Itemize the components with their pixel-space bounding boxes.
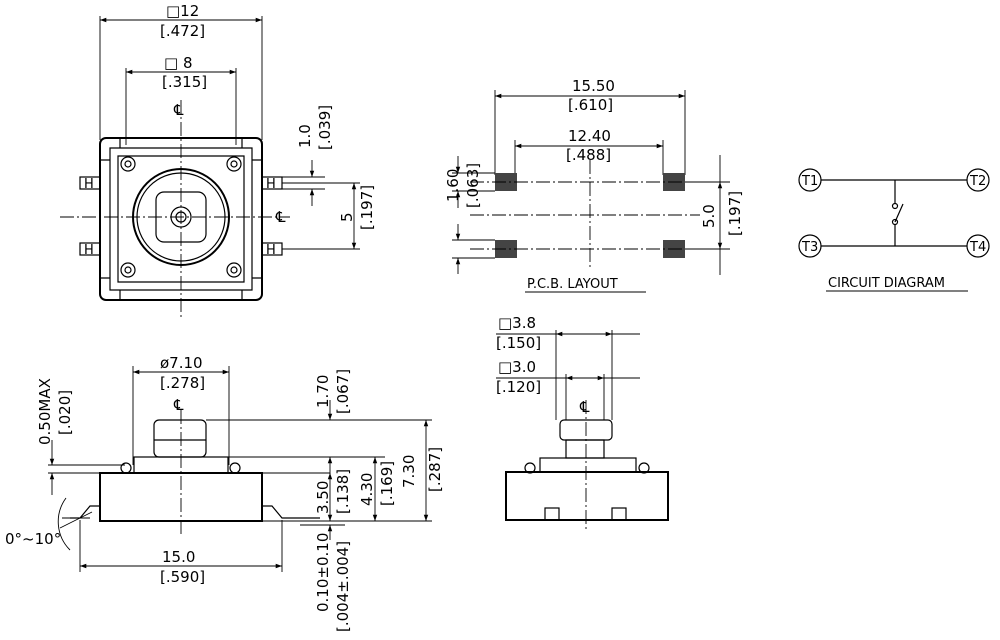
- lead-marker-left-top: H: [84, 177, 94, 192]
- top-view: □12 [.472] □ 8 [.315] ℄: [60, 2, 376, 320]
- pcb-outer-mm: 15.50: [572, 77, 615, 95]
- lead-width-mm: 1.0: [296, 124, 314, 148]
- side-angle: 0°~10°: [5, 530, 61, 548]
- lead-width-in: [.039]: [316, 105, 334, 150]
- pcb-layout: 15.50 [.610] 12.40 [.488] 1.60 [.063]: [444, 77, 744, 293]
- pcb-pad-mm: 1.60: [444, 169, 462, 202]
- pcb-inner-mm: 12.40: [568, 127, 611, 145]
- top-centerline-mark: ℄: [173, 101, 184, 119]
- side-tolerance-in: [.004±.004]: [334, 541, 352, 632]
- pcb-outer-in: [.610]: [568, 96, 613, 114]
- pcb-inner-in: [.488]: [566, 146, 611, 164]
- lead-marker-right-bottom: H: [266, 243, 276, 258]
- side-view: ø7.10 [.278] ℄ 0.50MAX [.020] 1.70 [.067…: [5, 354, 444, 632]
- lead-marker-right-top: H: [266, 177, 276, 192]
- front-centerline-mark: ℄: [579, 398, 590, 416]
- front-view: □3.8 [.150] □3.0 [.120] ℄: [496, 314, 669, 532]
- side-body-in: [.138]: [334, 469, 352, 514]
- side-diameter-mm: ø7.10: [160, 354, 203, 372]
- top-actuator-in: [.315]: [162, 73, 207, 91]
- terminal-t1: T1: [801, 174, 818, 189]
- front-stem-inner-mm: □3.0: [498, 358, 536, 376]
- side-tolerance-mm: 0.10±0.10: [314, 533, 332, 612]
- side-centerline-mark: ℄: [173, 396, 184, 414]
- terminal-t4: T4: [969, 240, 986, 255]
- top-actuator-mm: □ 8: [164, 54, 192, 72]
- side-length-mm: 15.0: [162, 548, 195, 566]
- front-stem-outer-mm: □3.8: [498, 314, 536, 332]
- lead-marker-left-bottom: H: [84, 243, 94, 258]
- top-width-in: [.472]: [160, 22, 205, 40]
- circuit-diagram: T1 T2 T3 T4 CIRCUIT DIAGRAM: [798, 168, 990, 292]
- top-width-mm: □12: [166, 2, 199, 20]
- side-total-mm: 7.30: [400, 455, 418, 488]
- side-cap-mm: 1.70: [314, 375, 332, 408]
- side-length-in: [.590]: [160, 568, 205, 586]
- side-stem-mm: 4.30: [358, 473, 376, 506]
- pcb-pitch-mm: 5.0: [700, 204, 718, 228]
- front-stem-inner-in: [.120]: [496, 378, 541, 396]
- side-diameter-in: [.278]: [160, 374, 205, 392]
- side-body-mm: 3.50: [314, 481, 332, 514]
- top-centerline-side: ℄: [275, 208, 286, 226]
- side-standoff-mm: 0.50MAX: [36, 378, 54, 445]
- circuit-diagram-title: CIRCUIT DIAGRAM: [828, 276, 945, 291]
- front-stem-outer-in: [.150]: [496, 334, 541, 352]
- terminal-t2: T2: [969, 174, 986, 189]
- lead-pitch-mm: 5: [338, 212, 356, 222]
- terminal-t3: T3: [801, 240, 818, 255]
- side-standoff-in: [.020]: [56, 390, 74, 435]
- pcb-layout-title: P.C.B. LAYOUT: [527, 277, 618, 292]
- side-cap-in: [.067]: [334, 369, 352, 414]
- pcb-pitch-in: [.197]: [726, 191, 744, 236]
- pcb-pad-in: [.063]: [464, 163, 482, 208]
- lead-pitch-in: [.197]: [358, 185, 376, 230]
- side-stem-in: [.169]: [378, 461, 396, 506]
- side-total-in: [.287]: [426, 447, 444, 492]
